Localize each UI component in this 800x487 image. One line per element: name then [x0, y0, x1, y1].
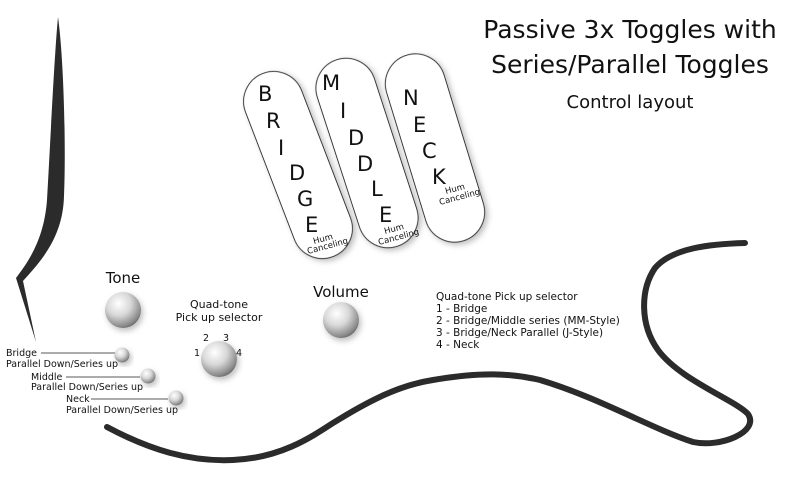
toggle-middle: Middle Parallel Down/Series up	[31, 368, 156, 393]
selector-position-1: 1	[194, 348, 200, 359]
volume-label: Volume	[313, 283, 369, 301]
selector-position-2: 2	[203, 333, 209, 344]
pickup-letter: K	[432, 165, 447, 189]
pickup-letter: D	[357, 152, 373, 176]
toggle-neck: Neck Parallel Down/Series up	[66, 390, 184, 416]
legend-heading: Quad-tone Pick up selector	[436, 291, 578, 303]
tone-knob[interactable]	[105, 292, 141, 328]
toggle-switch[interactable]	[168, 390, 184, 406]
pickup-selector-knob[interactable]	[201, 341, 237, 377]
pickup-letter: E	[413, 113, 426, 137]
tone-label: Tone	[105, 269, 141, 287]
body-outline-left	[16, 17, 65, 342]
selector-position-3: 3	[223, 333, 229, 344]
pickup-letter: L	[371, 177, 383, 201]
selector-position-4: 4	[236, 348, 242, 359]
legend-item: 2 - Bridge/Middle series (MM-Style)	[436, 315, 620, 327]
selector-legend: Quad-tone Pick up selector 1 - Bridge 2 …	[436, 291, 620, 351]
pickup-letter: M	[322, 71, 340, 95]
selector-label-2: Pick up selector	[176, 311, 263, 324]
legend-item: 3 - Bridge/Neck Parallel (J-Style)	[436, 327, 603, 339]
toggle-desc: Parallel Down/Series up	[31, 382, 143, 393]
toggle-switch[interactable]	[140, 368, 156, 384]
title-line2: Series/Parallel Toggles	[491, 50, 769, 79]
subtitle: Control layout	[567, 92, 694, 113]
pickup-letter: E	[379, 203, 392, 227]
volume-knob[interactable]	[323, 302, 359, 338]
legend-item: 1 - Bridge	[436, 303, 487, 315]
toggle-desc: Parallel Down/Series up	[6, 359, 118, 370]
pickup-letter: I	[278, 136, 284, 160]
pickup-letter: N	[403, 86, 419, 110]
pickup-letter: G	[297, 187, 313, 211]
pickup-letter: D	[289, 161, 305, 185]
pickup-letter: B	[258, 82, 272, 106]
body-outline-bottom	[104, 240, 754, 464]
toggle-name: Middle	[31, 372, 63, 383]
pickup-letter: I	[340, 99, 346, 123]
toggle-name: Neck	[66, 394, 90, 405]
toggle-name: Bridge	[6, 348, 37, 359]
title-line1: Passive 3x Toggles with	[483, 15, 776, 44]
pickup-letter: R	[266, 109, 281, 133]
pickup-letter: C	[422, 139, 437, 163]
toggle-switch[interactable]	[114, 347, 130, 363]
legend-item: 4 - Neck	[436, 339, 480, 351]
selector-label-1: Quad-tone	[190, 298, 248, 311]
pickup-neck: N E C K Hum Canceling	[384, 53, 486, 243]
pickup-bridge: B R I D G E Hum Canceling	[243, 71, 353, 259]
pickup-letter: D	[348, 126, 364, 150]
toggle-bridge: Bridge Parallel Down/Series up	[6, 347, 130, 370]
toggle-desc: Parallel Down/Series up	[66, 405, 178, 416]
pickup-letter: E	[305, 213, 318, 237]
